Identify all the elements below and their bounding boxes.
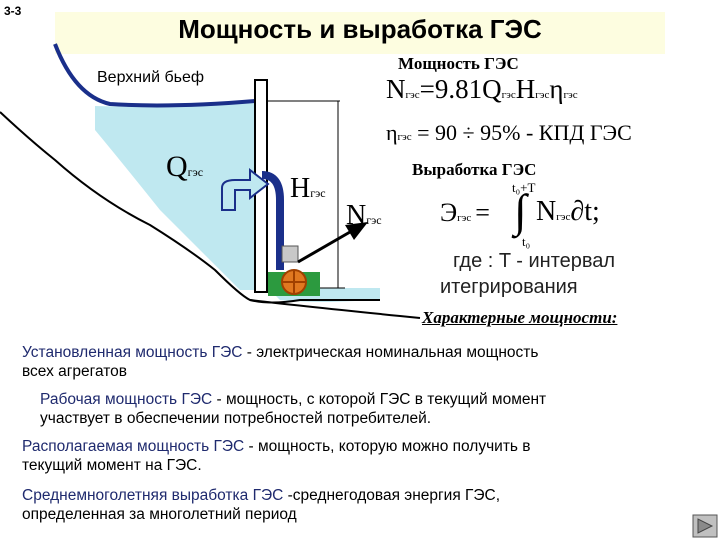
- upper-pool-water: [95, 101, 255, 290]
- next-slide-button[interactable]: [692, 514, 718, 538]
- power-arrow-head: [345, 222, 368, 240]
- integral-lower-limit: t₀: [522, 234, 531, 249]
- arrow-right-icon: [697, 518, 714, 534]
- definition-working: Рабочая мощность ГЭС - мощность, с котор…: [40, 391, 547, 427]
- power-arrow-shaft: [297, 230, 351, 264]
- energy-lhs: Эгэс=: [440, 198, 490, 227]
- interval-note-line1: где : T - интервал: [453, 250, 616, 272]
- penstock-pipe: [261, 171, 284, 270]
- head-label: Hгэс: [290, 173, 326, 204]
- power-label: Nгэс: [346, 200, 382, 231]
- integrand: Nгэс∂t;: [536, 196, 600, 227]
- definition-installed: Установленная мощность ГЭС - электрическ…: [22, 344, 539, 380]
- characteristic-powers-title: Характерные мощности:: [422, 308, 618, 327]
- interval-note-line2: итегрирования: [440, 276, 578, 298]
- power-section-title: Мощность ГЭС: [398, 54, 519, 73]
- integral-sign: ∫: [514, 185, 527, 236]
- tail-bed-line: [249, 299, 421, 319]
- power-formula: Nгэс=9.81QгэсHгэсηгэс: [386, 74, 578, 104]
- flow-arrow: [221, 167, 270, 211]
- efficiency-formula: ηгэс = 90 ÷ 95% - КПД ГЭС: [386, 120, 632, 145]
- definition-average-output: Среднемноголетняя выработка ГЭС -среднег…: [22, 487, 501, 523]
- energy-section-title: Выработка ГЭС: [412, 160, 537, 179]
- flow-label: Qгэс: [166, 150, 204, 183]
- integral-upper-limit: t₀+T: [512, 180, 536, 195]
- upper-water-surface: [53, 43, 256, 108]
- title-band: [55, 12, 665, 54]
- page-title: Мощность и выработка ГЭС: [178, 14, 542, 44]
- slide-number: 3-3: [4, 4, 22, 18]
- definition-available: Располагаемая мощность ГЭС - мощность, к…: [22, 438, 531, 474]
- upper-pool-label: Верхний бьеф: [97, 69, 205, 86]
- generator-box: [281, 245, 299, 263]
